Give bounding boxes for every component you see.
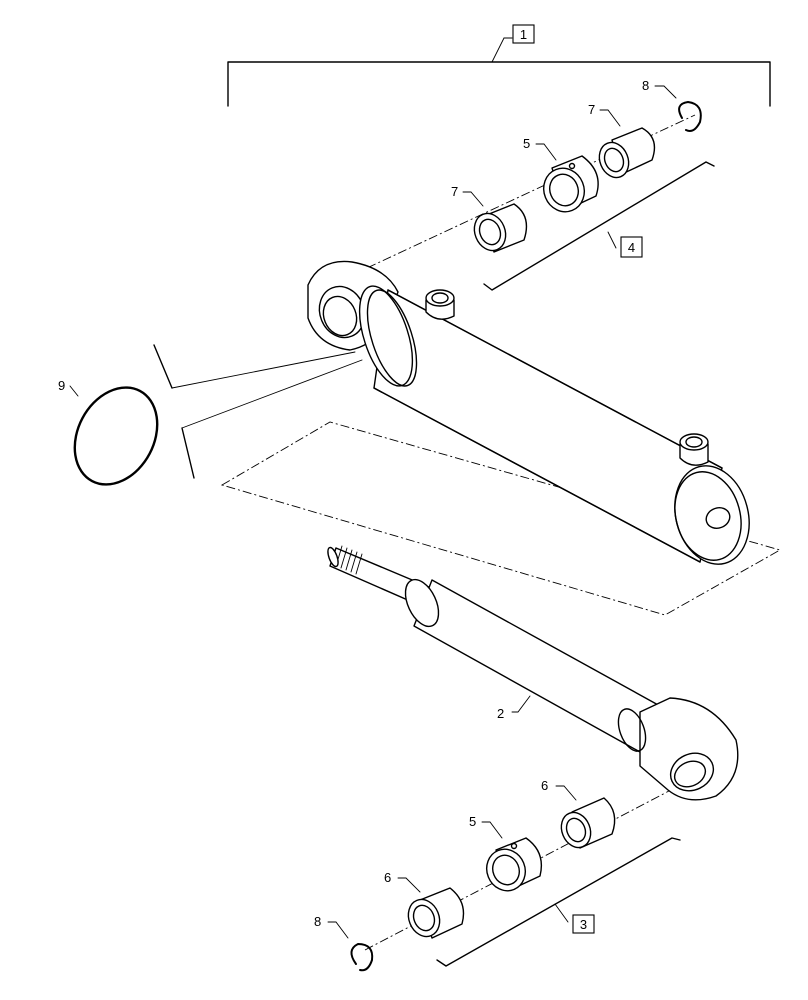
bushing-6-upper: 6	[541, 778, 616, 849]
lower-kit-bracket: 3	[436, 837, 681, 967]
callout-8-lower: 8	[314, 914, 321, 929]
upper-kit-bracket: 4	[483, 161, 715, 291]
bushing-7-upper: 7	[588, 102, 656, 179]
callout-7-lower: 7	[451, 184, 458, 199]
callout-6-lower: 6	[384, 870, 391, 885]
callout-1: 1	[520, 27, 527, 42]
callout-5-upper: 5	[523, 136, 530, 151]
assembly-bracket: 1	[227, 24, 771, 107]
callout-7-upper: 7	[588, 102, 595, 117]
cylinder-barrel	[307, 260, 750, 565]
piston-rod-2: 2	[327, 545, 739, 801]
retaining-ring-8-upper: 8	[642, 78, 702, 132]
bushing-6-lower: 6	[384, 870, 465, 939]
callout-5-lower: 5	[469, 814, 476, 829]
callout-4: 4	[628, 240, 635, 255]
callout-2: 2	[497, 706, 504, 721]
bushing-7-lower: 7	[451, 184, 528, 253]
callout-3: 3	[580, 917, 587, 932]
bearing-5-lower: 5	[469, 814, 543, 892]
callout-9: 9	[58, 378, 65, 393]
bearing-5-upper: 5	[523, 136, 599, 213]
callout-8-upper: 8	[642, 78, 649, 93]
retaining-ring-8-lower: 8	[314, 914, 374, 972]
callout-6-upper: 6	[541, 778, 548, 793]
o-ring-9: 9	[58, 344, 363, 486]
